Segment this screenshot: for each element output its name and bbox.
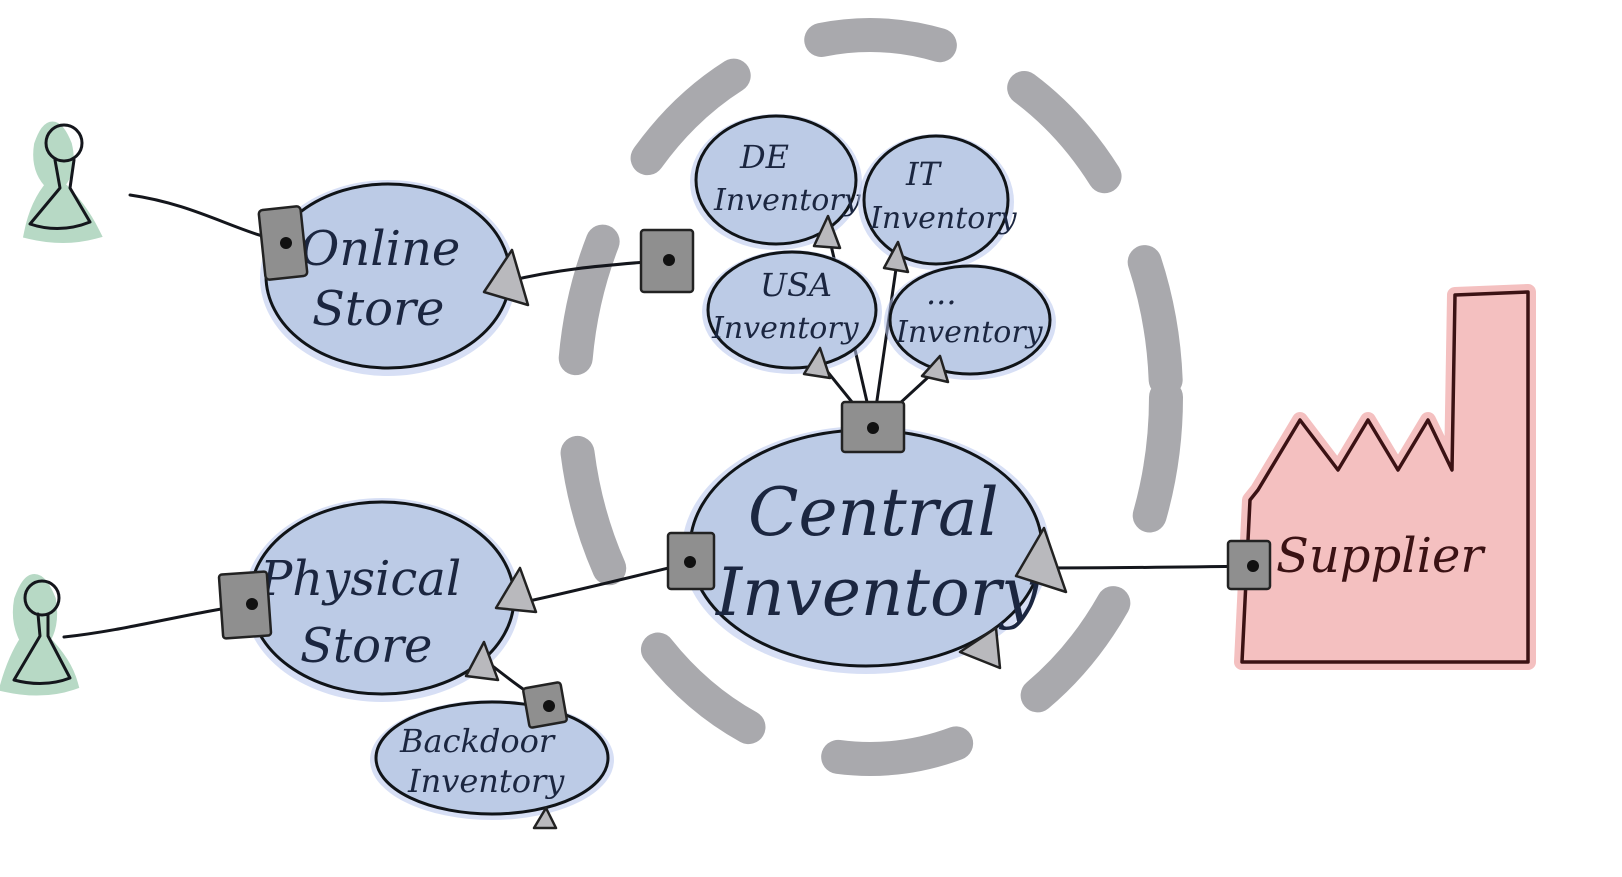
backdoor-inventory-label-line2: Inventory [407,762,565,800]
central-inventory-label-line1: Central [748,474,999,551]
physical-store-port [217,570,273,640]
backdoor-inventory-port [522,681,568,729]
other-inventory-label-line1: ... [926,274,957,312]
de-inventory-triangle [812,214,842,250]
physical-customer-icon [0,574,80,696]
other-inventory-triangle [920,354,950,384]
de-inventory-label-line1: DE [739,138,789,176]
central-inventory-bottom-triangle [958,626,1002,670]
usa-inventory-label-line2: Inventory [711,311,860,346]
de-inventory-label-line2: Inventory [713,183,862,218]
it-inventory-label-line2: Inventory [869,201,1018,236]
central-inventory-right-triangle [1014,526,1068,594]
central-inventory-top-port [840,400,906,454]
it-inventory-label-line1: IT [905,155,943,193]
central-to-it-connector [871,253,900,430]
it-inventory-triangle [882,240,910,274]
de-inventory-node: DE Inventory [690,114,862,250]
it-inventory-node: IT Inventory [858,134,1018,270]
central-inventory-left-port [666,531,716,591]
central-to-supplier-connector [1040,564,1257,570]
physical-store-label-line2: Store [300,618,432,674]
central-inventory-node: Central Inventory [682,426,1050,674]
central-inventory-label-line2: Inventory [715,554,1039,631]
supplier-port [1226,539,1272,591]
online-store-out-triangle [482,248,530,307]
backdoor-inventory-node: Backdoor Inventory [370,700,614,820]
backdoor-inventory-label-line1: Backdoor [399,722,556,760]
supplier-label: Supplier [1276,528,1486,584]
physical-store-backdoor-triangle [464,640,500,682]
physical-store-out-triangle [494,566,538,614]
supplier-factory-icon: Supplier [1234,284,1536,670]
online-store-label-line2: Store [312,281,444,337]
online-to-central-port [639,228,695,294]
other-inventory-node: ... Inventory [884,264,1056,380]
usa-inventory-label-line1: USA [760,266,832,304]
physical-store-label-line1: Physical [259,551,461,607]
online-customer-icon [22,121,103,243]
physical-store-node: Physical Store [244,498,520,702]
usa-inventory-node: USA Inventory [702,250,882,374]
online-store-node: Online Store [260,180,516,376]
other-inventory-label-line2: Inventory [895,315,1044,350]
backdoor-inventory-bottom-triangle [532,806,558,830]
usa-inventory-triangle [802,346,832,380]
online-store-port [257,205,309,281]
online-store-label-line1: Online [300,221,460,277]
inventory-boundary [557,18,1183,776]
